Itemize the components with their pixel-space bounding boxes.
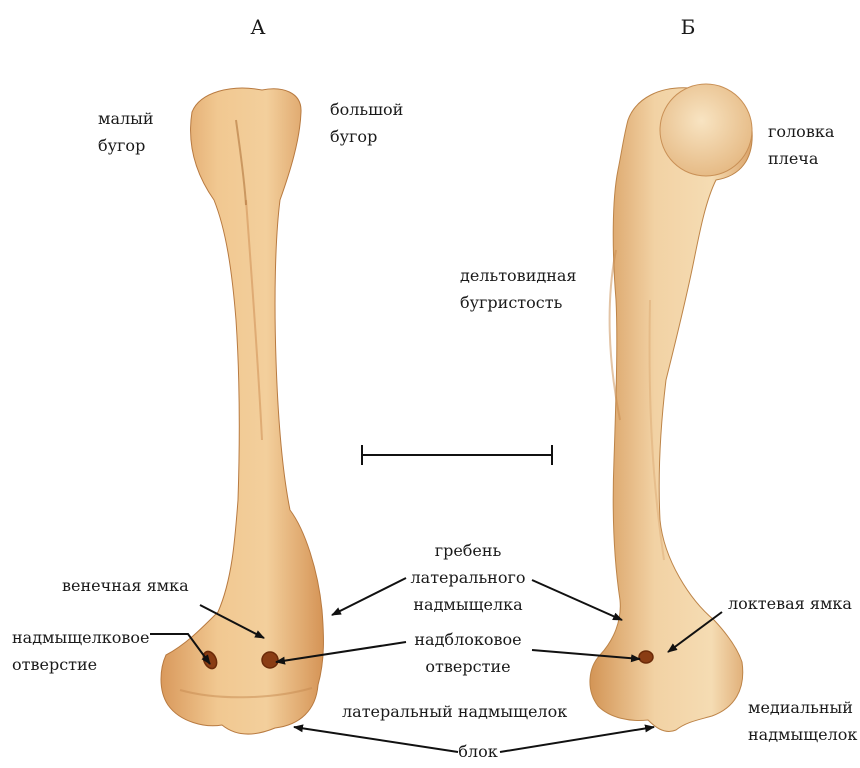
label-medial-epicondyle-1: медиальный bbox=[748, 698, 853, 717]
arrow-lateral-crest-b bbox=[532, 580, 622, 620]
label-lesser-tubercle-1: малый bbox=[98, 109, 154, 128]
arrow-trochlea-b bbox=[500, 727, 654, 752]
humerus-anterior-view bbox=[161, 88, 323, 734]
label-greater-tubercle-2: бугор bbox=[330, 127, 377, 146]
label-lesser-tubercle-2: бугор bbox=[98, 136, 145, 155]
label-lateral-crest-2: латерального bbox=[411, 568, 526, 587]
label-greater-tubercle-1: большой bbox=[330, 100, 403, 119]
arrow-trochlea-a bbox=[294, 727, 458, 752]
label-supracondylar-foramen-2: отверстие bbox=[12, 655, 97, 674]
label-lateral-epicondyle: латеральный надмыщелок bbox=[342, 702, 567, 721]
humerus-posterior-view bbox=[590, 84, 752, 731]
humeral-head-b bbox=[660, 84, 752, 176]
label-humeral-head-2: плеча bbox=[768, 149, 819, 168]
label-lateral-crest-3: надмыщелка bbox=[413, 595, 523, 614]
label-medial-epicondyle-2: надмыщелок bbox=[748, 725, 857, 744]
supratrochlear-foramen-a bbox=[262, 652, 278, 668]
supratrochlear-foramen-b bbox=[639, 651, 653, 663]
label-olecranon-fossa: локтевая ямка bbox=[728, 594, 852, 613]
arrow-lateral-crest-a bbox=[332, 578, 406, 615]
label-deltoid-tuberosity-1: дельтовидная bbox=[460, 266, 577, 285]
humerus-b-outline bbox=[590, 88, 752, 732]
label-lateral-crest-1: гребень bbox=[435, 541, 502, 560]
panel-label-a: А bbox=[250, 15, 265, 39]
scale-bar bbox=[362, 445, 552, 465]
label-coronoid-fossa: венечная ямка bbox=[62, 576, 189, 595]
label-supratrochlear-foramen-1: надблоковое bbox=[414, 630, 521, 649]
label-deltoid-tuberosity-2: бугристость bbox=[460, 293, 563, 312]
panel-label-b: Б bbox=[681, 15, 696, 39]
label-supracondylar-foramen-1: надмыщелковое bbox=[12, 628, 149, 647]
humerus-a-outline bbox=[161, 88, 323, 734]
label-humeral-head-1: головка bbox=[768, 122, 835, 141]
label-supratrochlear-foramen-2: отверстие bbox=[425, 657, 510, 676]
label-trochlea: блок bbox=[458, 742, 497, 761]
